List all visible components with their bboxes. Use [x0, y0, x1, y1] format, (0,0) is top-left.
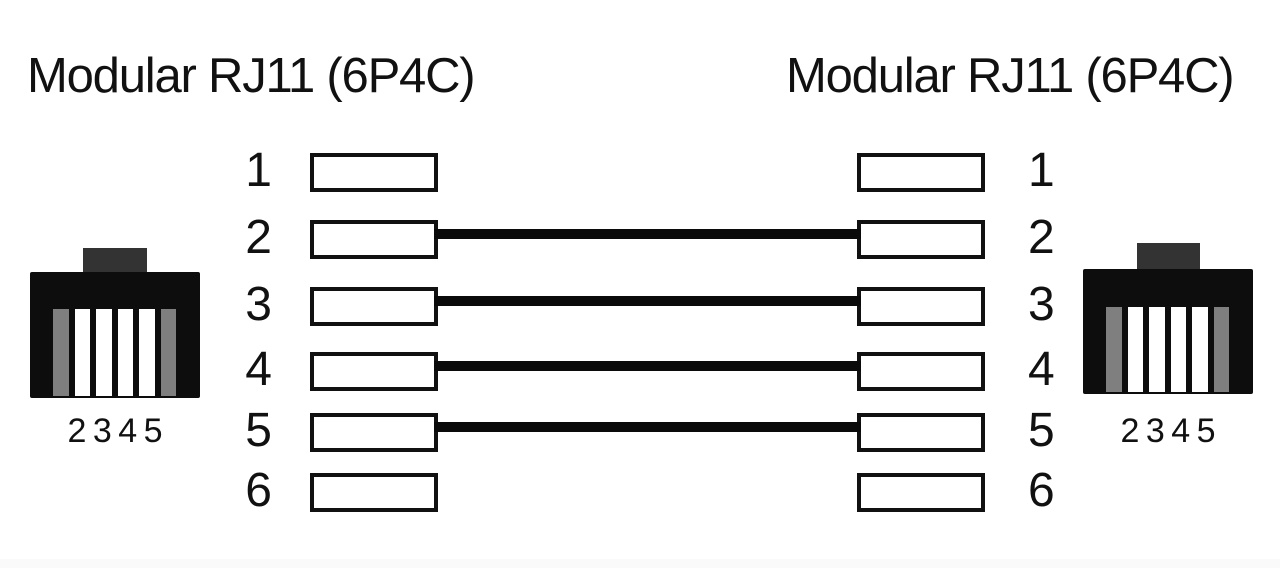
pin-number-right-4: 4 [1028, 343, 1055, 396]
wire-pin3-to-pin3 [434, 296, 861, 306]
pin-contact-left-4 [310, 352, 438, 391]
pin-contact-right-6 [857, 473, 985, 512]
pin-contact-right-5 [857, 413, 985, 452]
plug-slot-right-1-unused [1106, 307, 1122, 392]
pin-contact-left-5 [310, 413, 438, 452]
pin-contact-right-3 [857, 287, 985, 326]
pin-contact-left-3 [310, 287, 438, 326]
pin-contact-left-6 [310, 473, 438, 512]
pin-number-right-3: 3 [1028, 278, 1055, 331]
plug-slot-left-1-unused [53, 309, 69, 396]
pin-number-left-3: 3 [245, 278, 272, 331]
pin-contact-right-4 [857, 352, 985, 391]
diagram-title-right: Modular RJ11 (6P4C) [786, 49, 1235, 103]
pin-number-left-5: 5 [245, 404, 272, 457]
pin-number-right-1: 1 [1028, 144, 1055, 197]
pin-number-right-2: 2 [1028, 211, 1055, 264]
wire-pin4-to-pin4 [434, 361, 861, 371]
pin-number-right-5: 5 [1028, 404, 1055, 457]
plug-slot-left-3-used [96, 309, 112, 396]
plug-pins-label-right: 2 3 4 5 [1120, 412, 1216, 450]
pin-contact-left-1 [310, 153, 438, 192]
plug-latch-tab-right [1137, 243, 1200, 270]
plug-slot-right-4-used [1170, 307, 1186, 392]
pin-number-right-6: 6 [1028, 464, 1055, 517]
pin-number-left-2: 2 [245, 211, 272, 264]
plug-slot-right-3-used [1149, 307, 1165, 392]
plug-pins-label-left: 2 3 4 5 [67, 412, 163, 450]
plug-slot-right-2-used [1127, 307, 1143, 392]
pin-contact-right-1 [857, 153, 985, 192]
wire-pin5-to-pin5 [434, 422, 861, 432]
wire-pin2-to-pin2 [434, 229, 861, 239]
pin-number-left-1: 1 [245, 144, 272, 197]
plug-slot-left-4-used [117, 309, 133, 396]
diagram-title-left: Modular RJ11 (6P4C) [27, 49, 476, 103]
plug-slot-left-6-unused [160, 309, 176, 396]
plug-latch-tab-left [83, 248, 147, 274]
pin-contact-right-2 [857, 220, 985, 259]
plug-slot-right-5-used [1192, 307, 1208, 392]
plug-slot-right-6-unused [1213, 307, 1229, 392]
bottom-border-strip [0, 559, 1280, 568]
plug-slot-left-5-used [139, 309, 155, 396]
plug-slot-left-2-used [74, 309, 90, 396]
pin-number-left-4: 4 [245, 343, 272, 396]
pin-contact-left-2 [310, 220, 438, 259]
pin-number-left-6: 6 [245, 464, 272, 517]
